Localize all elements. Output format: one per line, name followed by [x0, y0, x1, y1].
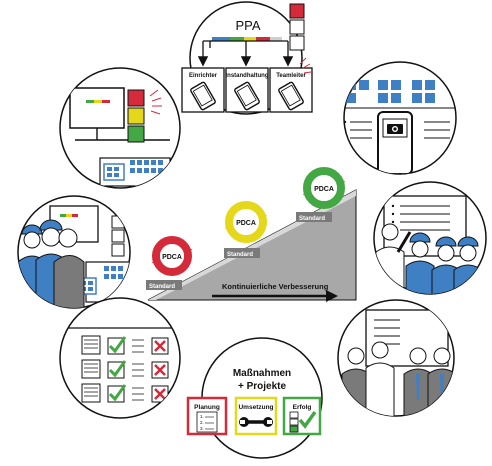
ppa-bar-yellow — [244, 37, 256, 41]
success-box: Erfolg — [282, 396, 322, 436]
ppa-role-instandhaltung: Instandhaltung — [225, 67, 269, 113]
plan-step-1: 1. — [200, 414, 204, 419]
smartphone-icon — [278, 81, 304, 111]
implementation-box: Umsetzung — [234, 396, 278, 436]
plan-step-2: 2. — [200, 420, 204, 425]
pdca-label: PDCA — [162, 254, 182, 261]
team-at-machine-circle — [17, 195, 131, 309]
alarm-rays-icon — [149, 89, 162, 115]
measures-circle: Maßnahmen + Projekte Planung 1. 2. 3. Um… — [186, 337, 323, 459]
monitor-icon — [69, 87, 125, 129]
cross-icon — [151, 385, 169, 403]
checklist-circle — [59, 297, 181, 419]
smartphone-camera-icon — [377, 111, 413, 174]
cross-icon — [151, 337, 169, 355]
ppa-title: PPA — [235, 18, 260, 33]
pdca-label: PDCA — [314, 186, 334, 193]
measures-title-line1: Maßnahmen — [233, 368, 291, 379]
success-label: Erfolg — [293, 404, 312, 411]
ppa-bar-grey — [270, 37, 282, 41]
traffic-light-icon — [289, 3, 305, 51]
cross-icon — [151, 361, 169, 379]
photo-board-circle — [343, 61, 457, 175]
ppa-bar-blue — [212, 37, 230, 41]
check-icon — [107, 384, 127, 403]
planning-box: Planung 1. 2. 3. — [186, 396, 228, 436]
ppa-role-label: Teamleiter — [276, 73, 306, 79]
ppa-bar-green — [230, 37, 244, 41]
standard-step-3: Standard — [296, 212, 332, 222]
smartphone-icon — [190, 81, 216, 111]
improvement-ramp: Standard Standard Standard Kontinuierlic… — [146, 167, 357, 302]
standard-label: Standard — [227, 252, 253, 258]
ppa-role-einrichter: Einrichter — [181, 67, 225, 113]
ppa-role-label: Einrichter — [189, 73, 218, 79]
ppa-role-label: Instandhaltung — [226, 73, 269, 79]
standard-step-2: Standard — [224, 248, 260, 258]
check-icon — [107, 336, 127, 355]
standard-label: Standard — [299, 216, 325, 222]
planning-label: Planung — [194, 404, 220, 411]
check-icon — [107, 360, 127, 379]
pdca-cycle-red: PDCA — [152, 236, 192, 276]
management-board-circle — [337, 299, 455, 417]
ppa-circle: PPA Einrichter Instandhaltung — [181, 1, 313, 115]
worker-figures — [18, 219, 85, 308]
check-icon — [298, 410, 317, 429]
team-at-board-circle — [373, 181, 487, 295]
machine-andon-circle — [59, 67, 181, 189]
implementation-label: Umsetzung — [238, 404, 273, 411]
measures-title-line2: + Projekte — [238, 381, 287, 392]
pdca-cycle-green: PDCA — [303, 167, 345, 209]
ppa-role-teamleiter: Teamleiter — [269, 67, 313, 113]
wrench-icon — [239, 417, 273, 427]
checklist-rows — [81, 335, 169, 403]
standard-label: Standard — [149, 284, 175, 290]
alarm-rays-icon — [299, 57, 312, 74]
traffic-light-icon — [127, 89, 145, 143]
ppa-bar-red — [256, 37, 270, 41]
pdca-cycle-yellow: PDCA — [225, 201, 267, 243]
improvement-arrow-label: Kontinuierliche Verbesserung — [222, 282, 329, 291]
standard-step-1: Standard — [146, 280, 182, 290]
plan-step-3: 3. — [200, 426, 204, 431]
kpi-tiles — [346, 80, 435, 103]
pdca-label: PDCA — [236, 220, 256, 227]
smartphone-icon — [234, 81, 260, 111]
